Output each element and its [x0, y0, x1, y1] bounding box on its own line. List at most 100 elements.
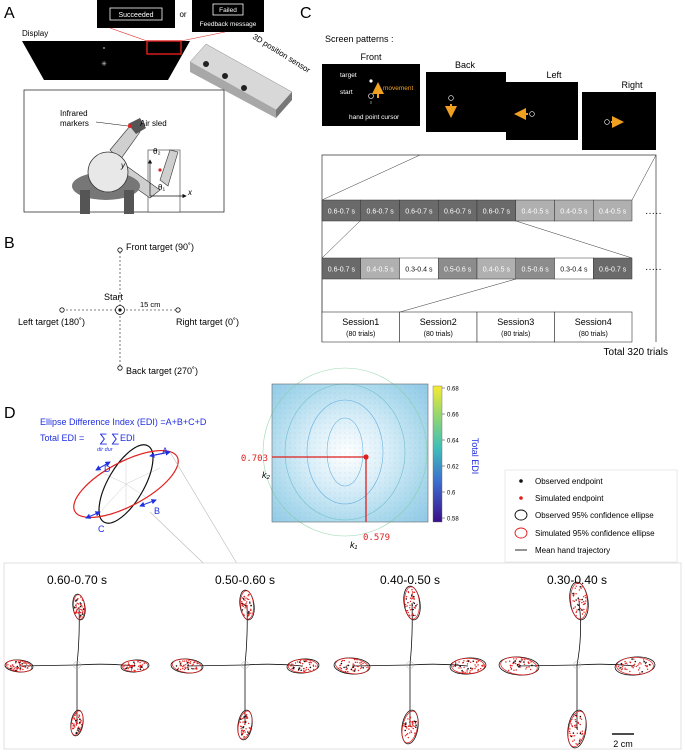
- edi-label-a: A: [162, 446, 168, 456]
- grid-dot: [284, 482, 286, 484]
- simulated-endpoint: [411, 723, 414, 725]
- grid-dot: [289, 447, 291, 449]
- grid-dot: [379, 447, 381, 449]
- grid-dot: [419, 402, 421, 404]
- grid-dot: [304, 442, 306, 444]
- simulated-endpoint: [75, 610, 78, 612]
- legend-entry: Observed 95% confidence ellipse: [535, 511, 654, 520]
- simulated-endpoint: [245, 728, 247, 730]
- simulated-endpoint: [247, 722, 250, 725]
- grid-dot: [294, 517, 296, 519]
- simulated-endpoint: [129, 665, 131, 667]
- simulated-endpoint: [411, 591, 414, 593]
- grid-dot: [419, 462, 421, 464]
- sensor-side: [190, 62, 276, 118]
- grid-dot: [414, 512, 416, 514]
- spoke-line: [101, 483, 127, 511]
- right-target-dot: [175, 307, 181, 313]
- observed-ellipse-right: [614, 656, 656, 676]
- screen-left: Left: [506, 70, 578, 140]
- grid-dot: [414, 482, 416, 484]
- grid-dot: [359, 387, 361, 389]
- grid-dot: [319, 452, 321, 454]
- simulated-endpoint: [80, 719, 82, 722]
- grid-dot: [299, 412, 301, 414]
- simulated-endpoint: [124, 668, 126, 670]
- grid-dot: [329, 482, 331, 484]
- grid-dot: [304, 497, 306, 499]
- colorbar-label: Total EDI: [470, 438, 480, 475]
- grid-dot: [344, 492, 346, 494]
- grid-dot: [359, 517, 361, 519]
- session-trials: (80 trials): [501, 331, 530, 338]
- simulated-endpoint: [364, 665, 366, 667]
- simulated-endpoint: [475, 661, 478, 663]
- simulated-endpoint: [77, 612, 80, 614]
- grid-dot: [349, 462, 351, 464]
- simulated-endpoint: [583, 608, 585, 611]
- grid-dot: [359, 497, 361, 499]
- simulated-endpoint: [414, 732, 416, 734]
- simulated-endpoint: [580, 739, 583, 741]
- duration-label: 0.60-0.70 s: [47, 573, 107, 587]
- grid-dot: [314, 427, 316, 429]
- simulated-endpoint: [125, 664, 127, 666]
- simulated-endpoint: [242, 732, 244, 734]
- grid-dot: [424, 507, 426, 509]
- grid-dot: [284, 402, 286, 404]
- grid-dot: [364, 442, 366, 444]
- simulated-endpoint-marker-icon: [519, 496, 523, 500]
- grid-dot: [324, 462, 326, 464]
- grid-dot: [414, 517, 416, 519]
- grid-dot: [424, 437, 426, 439]
- grid-dot: [384, 417, 386, 419]
- simulated-endpoint: [244, 599, 246, 601]
- grid-dot: [299, 447, 301, 449]
- grid-dot: [409, 422, 411, 424]
- grid-dot: [419, 437, 421, 439]
- grid-dot: [364, 467, 366, 469]
- grid-dot: [414, 427, 416, 429]
- grid-dot: [279, 442, 281, 444]
- simulated-endpoint: [190, 667, 193, 670]
- grid-dot: [374, 437, 376, 439]
- grid-dot: [369, 407, 371, 409]
- front-cursor-annotation: hand point cursor: [349, 114, 400, 121]
- simulated-endpoint: [633, 663, 636, 665]
- grid-dot: [319, 447, 321, 449]
- zoom-line: [321, 154, 421, 201]
- grid-dot: [289, 507, 291, 509]
- simulated-endpoint: [241, 597, 244, 599]
- grid-dot: [384, 402, 386, 404]
- observed-endpoint: [139, 668, 142, 670]
- grid-dot: [389, 407, 391, 409]
- simulated-endpoint: [574, 735, 576, 737]
- right-target-label: Right target (0˚): [176, 317, 239, 327]
- simulated-ellipse-front: [404, 586, 420, 620]
- grid-dot: [294, 502, 296, 504]
- simulated-endpoint: [523, 663, 526, 665]
- grid-dot: [419, 467, 421, 469]
- grid-dot: [399, 477, 401, 479]
- grid-dot: [359, 487, 361, 489]
- grid-dot: [354, 442, 356, 444]
- grid-dot: [324, 422, 326, 424]
- mean-trajectory-front: [409, 602, 413, 666]
- grid-dot: [379, 457, 381, 459]
- simulated-endpoint: [463, 660, 465, 662]
- grid-dot: [424, 402, 426, 404]
- observed-endpoint: [579, 732, 582, 735]
- grid-dot: [414, 387, 416, 389]
- simulated-ellipse-front: [570, 582, 588, 620]
- grid-dot: [309, 517, 311, 519]
- start-ring: [368, 93, 374, 99]
- simulated-endpoint: [71, 722, 73, 724]
- simulated-endpoint: [195, 668, 198, 670]
- start-ring: [529, 111, 535, 117]
- simulated-endpoint: [80, 596, 82, 598]
- edi-arrow-c-icon: [85, 511, 101, 519]
- grid-dot: [274, 442, 276, 444]
- simulated-endpoint: [509, 660, 511, 662]
- grid-dot: [334, 422, 336, 424]
- simulated-endpoint: [617, 665, 620, 668]
